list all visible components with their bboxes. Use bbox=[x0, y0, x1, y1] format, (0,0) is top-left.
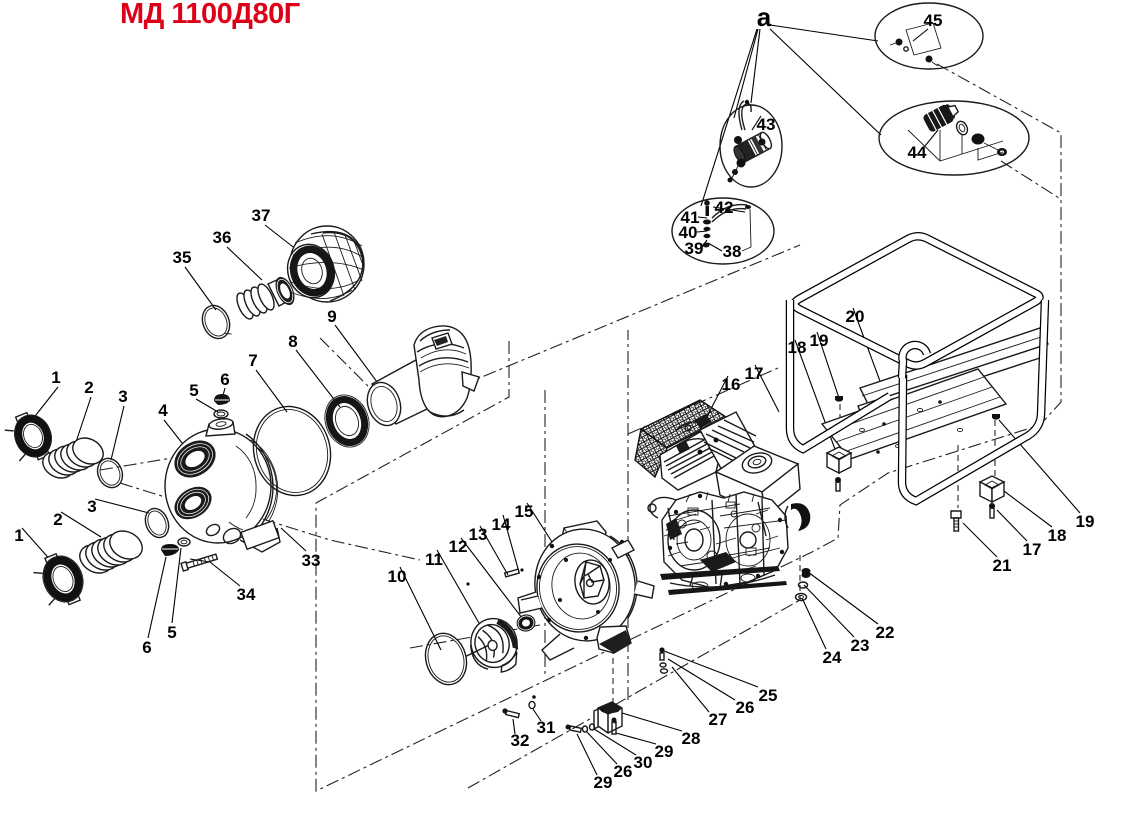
svg-text:5: 5 bbox=[167, 623, 176, 642]
svg-text:40: 40 bbox=[679, 223, 698, 242]
svg-text:14: 14 bbox=[492, 515, 511, 534]
svg-text:16: 16 bbox=[722, 375, 741, 394]
svg-text:3: 3 bbox=[118, 387, 127, 406]
svg-text:6: 6 bbox=[142, 638, 151, 657]
svg-text:30: 30 bbox=[634, 753, 653, 772]
svg-text:4: 4 bbox=[158, 401, 168, 420]
svg-text:35: 35 bbox=[173, 248, 192, 267]
svg-text:27: 27 bbox=[709, 710, 728, 729]
svg-text:25: 25 bbox=[759, 686, 778, 705]
svg-text:6: 6 bbox=[220, 370, 229, 389]
svg-text:34: 34 bbox=[237, 585, 256, 604]
svg-text:МД 1100Д80Г: МД 1100Д80Г bbox=[120, 0, 300, 30]
svg-text:18: 18 bbox=[1048, 526, 1067, 545]
svg-text:36: 36 bbox=[213, 228, 232, 247]
svg-text:11: 11 bbox=[425, 550, 443, 569]
svg-text:8: 8 bbox=[288, 332, 297, 351]
svg-text:19: 19 bbox=[810, 331, 829, 350]
svg-text:1: 1 bbox=[51, 368, 60, 387]
svg-text:38: 38 bbox=[723, 242, 742, 261]
svg-text:21: 21 bbox=[993, 556, 1012, 575]
svg-text:1: 1 bbox=[14, 526, 23, 545]
svg-text:12: 12 bbox=[449, 537, 468, 556]
svg-text:43: 43 bbox=[757, 115, 776, 134]
svg-text:42: 42 bbox=[715, 198, 734, 217]
svg-text:13: 13 bbox=[469, 525, 488, 544]
svg-text:17: 17 bbox=[745, 364, 764, 383]
svg-text:31: 31 bbox=[537, 718, 556, 737]
svg-text:22: 22 bbox=[876, 623, 895, 642]
svg-text:28: 28 bbox=[682, 729, 701, 748]
svg-text:9: 9 bbox=[327, 307, 336, 326]
svg-text:24: 24 bbox=[823, 648, 842, 667]
svg-text:5: 5 bbox=[189, 381, 198, 400]
svg-text:41: 41 bbox=[681, 208, 700, 227]
svg-text:17: 17 bbox=[1023, 540, 1042, 559]
svg-text:19: 19 bbox=[1076, 512, 1095, 531]
svg-text:32: 32 bbox=[511, 731, 530, 750]
svg-text:45: 45 bbox=[924, 11, 943, 30]
svg-text:a: a bbox=[757, 2, 772, 32]
svg-text:29: 29 bbox=[655, 742, 674, 761]
svg-text:39: 39 bbox=[685, 239, 704, 258]
svg-text:23: 23 bbox=[851, 636, 870, 655]
svg-text:2: 2 bbox=[53, 510, 62, 529]
svg-text:26: 26 bbox=[736, 698, 755, 717]
svg-text:15: 15 bbox=[515, 502, 534, 521]
svg-text:44: 44 bbox=[908, 143, 927, 162]
svg-text:7: 7 bbox=[248, 351, 257, 370]
svg-text:10: 10 bbox=[388, 567, 407, 586]
svg-text:26: 26 bbox=[614, 762, 633, 781]
svg-text:3: 3 bbox=[87, 497, 96, 516]
svg-text:33: 33 bbox=[302, 551, 321, 570]
svg-text:2: 2 bbox=[84, 378, 93, 397]
svg-text:18: 18 bbox=[788, 338, 807, 357]
svg-text:20: 20 bbox=[846, 307, 865, 326]
svg-text:37: 37 bbox=[252, 206, 271, 225]
svg-text:29: 29 bbox=[594, 773, 613, 792]
